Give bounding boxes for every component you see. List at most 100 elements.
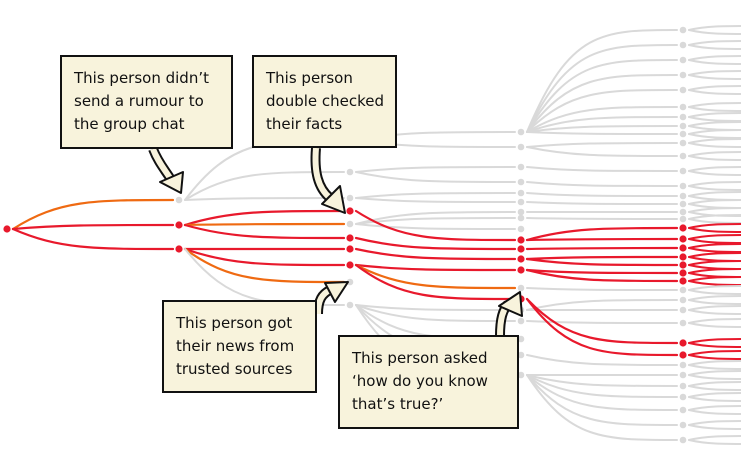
person-node-stopped xyxy=(679,103,687,111)
person-node-stopped xyxy=(517,225,525,233)
red-edge xyxy=(525,257,679,267)
grey-edge xyxy=(688,214,741,220)
grey-edge xyxy=(688,289,741,295)
grey-edge xyxy=(688,185,741,191)
callout-double-checked: This person double checked their facts xyxy=(252,55,397,148)
callout-line: trusted sources xyxy=(176,360,293,378)
person-node-stopped xyxy=(679,167,687,175)
person-node-stopped xyxy=(517,208,525,216)
person-node-stopped xyxy=(517,284,525,292)
person-node-stopped xyxy=(175,196,183,204)
person-node-shared xyxy=(346,234,354,242)
red-edge xyxy=(11,223,175,231)
person-node-stopped xyxy=(679,215,687,223)
grey-edge xyxy=(688,59,741,65)
arrow-asked-question xyxy=(495,291,523,337)
grey-edge xyxy=(526,374,678,426)
red-edge xyxy=(525,246,679,251)
red-edge xyxy=(688,354,741,360)
grey-edge xyxy=(526,354,678,366)
person-node-stopped xyxy=(517,335,525,343)
person-node-stopped xyxy=(679,361,687,369)
person-node-shared xyxy=(346,207,354,215)
red-edge xyxy=(688,280,741,286)
red-edge xyxy=(354,263,517,301)
red-edge xyxy=(183,209,346,227)
grey-edge xyxy=(688,285,741,291)
person-node-stopped xyxy=(517,178,525,186)
grey-edge xyxy=(688,129,741,135)
person-node-stopped xyxy=(517,214,525,222)
grey-edge xyxy=(526,217,678,220)
person-node-shared xyxy=(679,351,687,359)
person-node-stopped xyxy=(679,56,687,64)
red-edge xyxy=(688,350,741,356)
grey-edge xyxy=(688,207,741,213)
callout-line: send a rumour to xyxy=(74,92,204,110)
person-node-stopped xyxy=(679,130,687,138)
red-edge xyxy=(354,247,517,261)
grey-edge xyxy=(688,70,741,76)
grey-edge xyxy=(688,85,741,91)
person-node-stopped xyxy=(517,198,525,206)
callout-line: their news from xyxy=(176,337,295,355)
grey-edge xyxy=(688,299,741,305)
callout-line: double checked xyxy=(266,92,385,110)
person-node-shared xyxy=(517,266,525,274)
grey-edge xyxy=(688,55,741,61)
grey-edge xyxy=(526,44,678,133)
grey-edge xyxy=(688,29,741,35)
orange-edge xyxy=(354,263,517,290)
red-edge xyxy=(688,247,741,253)
callout-line: This person got xyxy=(176,314,293,332)
person-node-stopped xyxy=(679,26,687,34)
red-edge xyxy=(525,297,679,345)
person-node-shared xyxy=(346,261,354,269)
grey-edge xyxy=(688,203,741,209)
red-edge xyxy=(354,263,517,272)
person-node-stopped xyxy=(679,86,687,94)
callout-line: that’s true?’ xyxy=(352,395,444,413)
person-node-shared xyxy=(679,269,687,277)
grey-edge xyxy=(184,197,345,201)
grey-edge xyxy=(526,166,678,172)
person-node-shared xyxy=(679,244,687,252)
person-node-stopped xyxy=(346,301,354,309)
grey-edge xyxy=(355,304,516,311)
red-edge xyxy=(688,243,741,249)
person-node-stopped xyxy=(346,168,354,176)
callout-line: the group chat xyxy=(74,115,185,133)
red-edge xyxy=(354,236,517,251)
person-node-stopped xyxy=(679,71,687,79)
person-node-stopped xyxy=(517,189,525,197)
grey-edge xyxy=(526,74,678,133)
person-node-stopped xyxy=(346,220,354,228)
orange-edge xyxy=(183,247,346,284)
grey-edge xyxy=(688,102,741,108)
grey-edge xyxy=(688,370,741,376)
grey-edge xyxy=(688,74,741,80)
person-node-stopped xyxy=(517,143,525,151)
person-node-stopped xyxy=(346,194,354,202)
grey-edge xyxy=(688,295,741,301)
grey-edge xyxy=(688,374,741,380)
grey-edge xyxy=(688,44,741,50)
person-node-shared xyxy=(679,277,687,285)
arrow-no-rumour xyxy=(148,147,184,194)
red-edge xyxy=(183,247,346,267)
arrow-double-checked xyxy=(310,147,346,214)
grey-edge xyxy=(526,116,678,133)
grey-edge xyxy=(526,287,678,291)
grey-edge xyxy=(688,424,741,430)
red-edge xyxy=(688,264,741,270)
person-node-stopped xyxy=(679,296,687,304)
grey-edge xyxy=(688,318,741,324)
callout-line: This person didn’t xyxy=(74,69,209,87)
grey-edge xyxy=(526,374,678,398)
person-node-shared xyxy=(175,221,183,229)
person-node-shared xyxy=(679,224,687,232)
grey-edge xyxy=(355,171,516,183)
red-edge xyxy=(688,260,741,266)
person-node-stopped xyxy=(679,393,687,401)
red-edge xyxy=(183,223,346,240)
